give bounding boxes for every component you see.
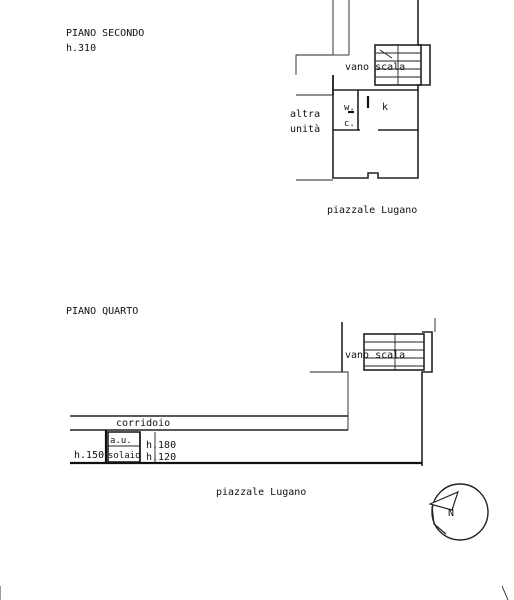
apartment-outline [332,0,431,179]
upper-floor-title: PIANO SECONDO [66,28,144,39]
lower-street-label: piazzale Lugano [216,487,306,498]
lower-stair-box [363,333,425,371]
lower-floor-title: PIANO QUARTO [66,306,138,317]
upper-left-boundary [295,0,334,75]
upper-stair-label: vano scala [345,62,405,73]
lower-floor-plan: PIANO QUARTO vano scala corridoio a.u. s… [66,306,436,498]
lower-right-outline [421,331,433,466]
compass-north-letter: N [448,508,454,519]
height-left-label: h.150 [74,450,104,461]
corridor-label: corridoio [116,418,170,429]
neighbor-label-line2: unità [290,123,320,135]
au-label: a.u. [110,436,132,446]
height-right-bottom-label: h.120 [146,452,176,463]
solaio-label: solaio [108,451,141,461]
upper-street-label: piazzale Lugano [327,205,417,216]
lower-stair-label: vano scala [345,350,405,361]
wc-label-bottom: c. [344,119,355,129]
upper-floor-height: h.310 [66,43,96,54]
lower-stair-steps [364,334,424,370]
upper-floor-plan: PIANO SECONDO h.310 vano scala k w. c. a… [66,0,431,216]
kitchen-label: k [382,102,388,113]
neighbor-label-line1: altra [290,109,320,120]
stair-steps [375,45,421,85]
wc-label-top: w. [344,103,355,113]
height-right-top-label: h.180 [146,440,176,451]
north-compass-icon: N [428,483,489,541]
